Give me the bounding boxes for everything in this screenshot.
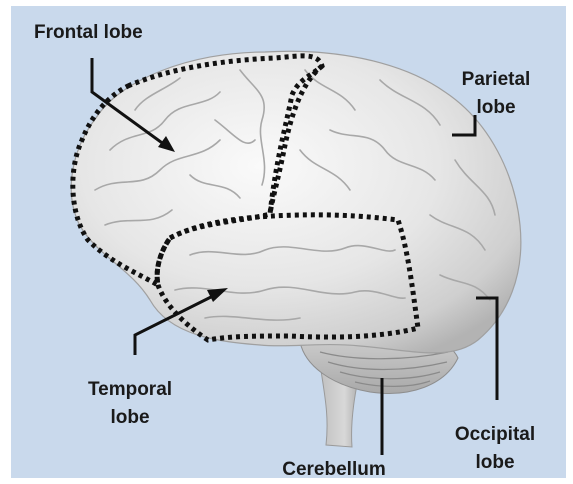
parietal-lobe-label-line2: lobe [450, 94, 542, 122]
temporal-lobe-label-line2: lobe [72, 404, 188, 432]
temporal-lobe-label: Temporal lobe [72, 376, 188, 432]
occipital-lobe-label-line2: lobe [440, 449, 550, 477]
occipital-lobe-label: Occipital lobe [440, 421, 550, 477]
occipital-lobe-label-line1: Occipital [440, 421, 550, 449]
cerebellum-label-text: Cerebellum [262, 456, 406, 484]
temporal-lobe-label-line1: Temporal [72, 376, 188, 404]
parietal-lobe-label: Parietal lobe [450, 66, 542, 122]
parietal-lobe-label-line1: Parietal [450, 66, 542, 94]
cerebellum-label: Cerebellum [262, 456, 406, 484]
frontal-lobe-label: Frontal lobe [34, 19, 143, 47]
frontal-lobe-label-text: Frontal lobe [34, 19, 143, 47]
